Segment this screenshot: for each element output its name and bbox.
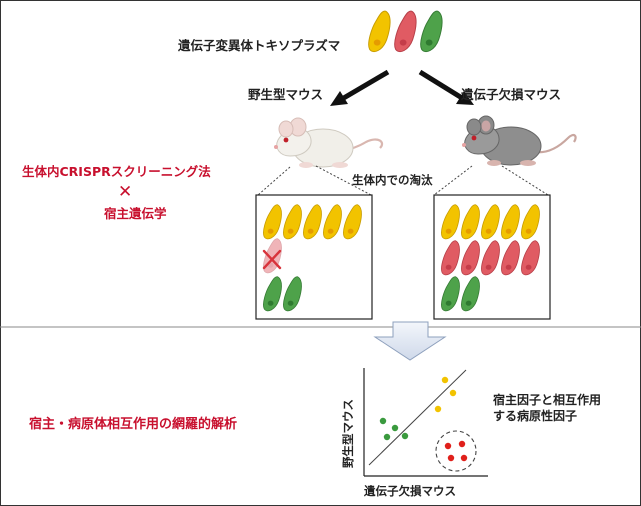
cross-mark-icon: ✕ xyxy=(118,182,132,202)
x-axis-label: 遺伝子欠損マウス xyxy=(363,484,456,498)
method-host-genetics-label: 宿主遺伝学 xyxy=(104,206,167,221)
highlight-circle xyxy=(435,430,477,472)
method-crispr-label: 生体内CRISPRスクリーニング法 xyxy=(22,164,211,179)
arrow-to-ko-icon xyxy=(418,69,474,105)
parasite-yellow-icon xyxy=(368,10,391,53)
wild-type-mouse-icon xyxy=(274,117,384,168)
callout-line2: する病原性因子 xyxy=(493,408,577,423)
wild-mouse-label: 野生型マウス xyxy=(248,87,323,102)
parasite-red-icon xyxy=(394,10,417,53)
knockout-mouse-icon xyxy=(462,115,577,166)
selection-label: 生体内での淘汰 xyxy=(352,173,433,187)
y-axis-label: 野生型マウス xyxy=(341,399,355,468)
scatter-plot: 野生型マウス 遺伝子欠損マウス xyxy=(341,368,488,498)
eliminated-cross-icon xyxy=(262,249,282,270)
diagonal-line xyxy=(368,369,467,466)
zoom-lines xyxy=(257,165,549,196)
yellow-points xyxy=(434,376,457,413)
parasite-green-icon xyxy=(420,10,443,53)
green-points xyxy=(379,417,409,441)
header-parasites xyxy=(368,10,443,53)
ko-mouse-label: 遺伝子欠損マウス xyxy=(460,87,561,102)
analysis-label: 宿主・病原体相互作用の網羅的解析 xyxy=(29,416,237,432)
arrow-to-wild-icon xyxy=(330,69,390,106)
red-points xyxy=(444,440,468,462)
downward-flow-arrow-icon xyxy=(373,321,447,361)
title-label: 遺伝子変異体トキソプラズマ xyxy=(177,38,340,53)
callout-line1: 宿主因子と相互作用 xyxy=(493,392,601,407)
